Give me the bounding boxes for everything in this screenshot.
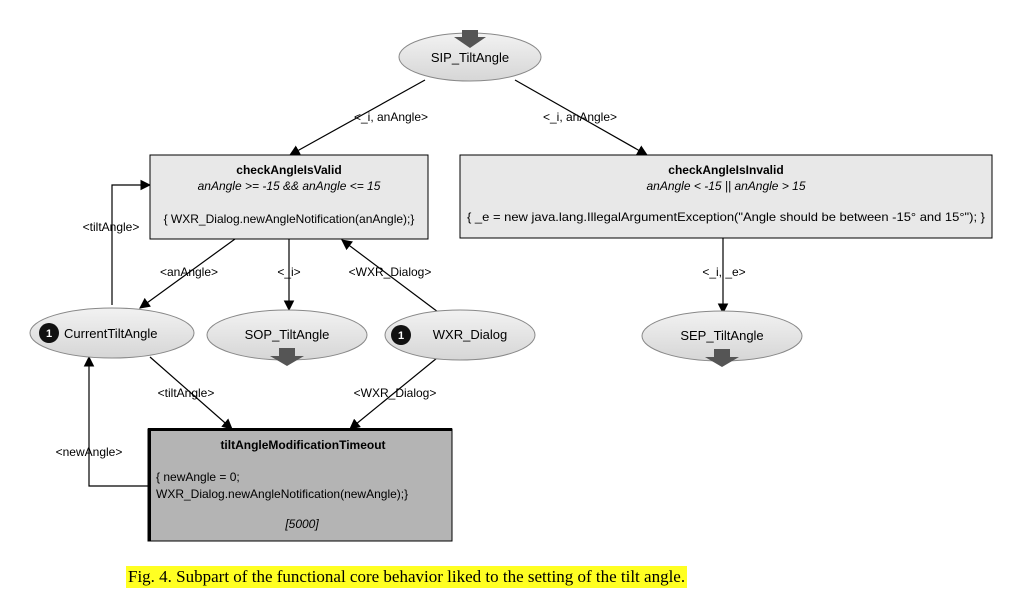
transition-guard-valid: anAngle >= -15 && anAngle <= 15 [198,179,381,193]
arc-timeout-to-current [83,355,148,487]
token-count-wxr: 1 [398,330,404,342]
place-sep[interactable]: SEP_TiltAngle [641,310,803,367]
arcs [83,79,729,487]
token-marker [391,325,411,345]
arc-wxr-to-valid [341,239,439,313]
transition-action-timeout-line1: { newAngle = 0; [156,470,240,484]
transition-title-invalid: checkAngleIsInvalid [668,163,783,177]
transition-title-valid: checkAngleIsValid [236,163,341,177]
arc-label-valid-to-current: <anAngle> [160,265,218,279]
arc-valid-to-current [139,238,236,309]
arc-label-current-to-timeout: <tiltAngle> [158,386,215,400]
place-sop[interactable]: SOP_TiltAngle [206,309,368,366]
place-label-sop: SOP_TiltAngle [245,327,330,342]
arc-current-to-timeout [149,356,233,430]
transition-title-timeout: tiltAngleModificationTimeout [220,438,385,452]
arc-label-wxr-to-valid: <WXR_Dialog> [349,265,432,279]
arc-sip-to-invalid [514,79,648,156]
place-label-wxr: WXR_Dialog [433,327,507,342]
transition-check-angle-is-invalid[interactable]: checkAngleIsInvalid anAngle < -15 || anA… [459,154,993,239]
transition-delay-timeout: [5000] [284,517,319,531]
place-label-sip: SIP_TiltAngle [431,50,509,65]
arc-label-sip-to-invalid: <_i, anAngle> [543,110,617,124]
place-label-current: CurrentTiltAngle [64,326,157,341]
transition-action-timeout-line2: WXR_Dialog.newAngleNotification(newAngle… [156,487,408,501]
arc-label-invalid-to-sep: <_i, _e> [702,265,745,279]
output-arrow-icon [705,349,739,367]
output-arrow-icon [270,348,304,366]
transition-action-invalid: { _e = new java.lang.IllegalArgumentExce… [467,210,985,224]
arc-wxr-to-timeout [349,357,438,430]
token-marker [39,323,59,343]
transition-guard-invalid: anAngle < -15 || anAngle > 15 [646,179,805,193]
arc-label-wxr-to-timeout: <WXR_Dialog> [354,386,437,400]
arc-sip-to-valid [289,79,426,156]
input-arrow-icon [454,30,486,48]
arc-label-current-to-valid: <tiltAngle> [83,220,140,234]
place-sip[interactable]: SIP_TiltAngle [398,30,542,82]
transition-tilt-angle-modification-timeout[interactable]: tiltAngleModificationTimeout { newAngle … [147,428,453,542]
arc-current-to-valid [111,179,152,305]
arc-label-sip-to-valid: <_i, anAngle> [354,110,428,124]
arc-label-valid-to-sop: <_i> [277,265,300,279]
transition-action-valid: { WXR_Dialog.newAngleNotification(anAngl… [164,212,415,226]
arc-label-timeout-to-current: <newAngle> [56,445,123,459]
place-current-tilt-angle[interactable]: 1 CurrentTiltAngle [29,307,195,359]
transition-check-angle-is-valid[interactable]: checkAngleIsValid anAngle >= -15 && anAn… [149,154,429,240]
place-wxr-dialog[interactable]: 1 WXR_Dialog [384,309,536,361]
petri-net-diagram: <_i, anAngle> <_i, anAngle> <tiltAngle> … [29,30,993,542]
figure-caption: Fig. 4. Subpart of the functional core b… [126,566,688,588]
place-label-sep: SEP_TiltAngle [680,328,763,343]
token-count-current: 1 [46,328,52,340]
